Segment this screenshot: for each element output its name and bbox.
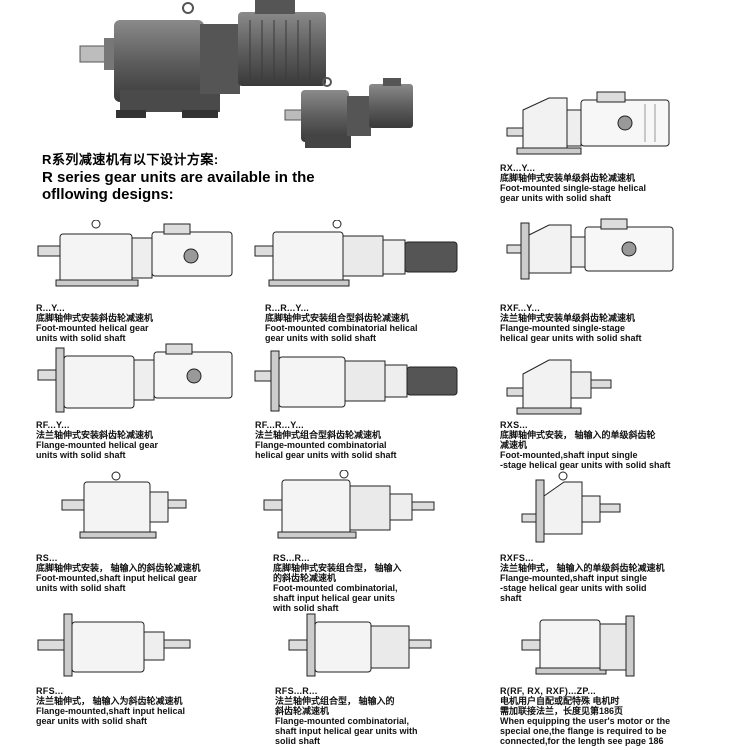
label-rxfs: RXFS... 法兰轴伸式， 轴输入的单级斜齿轮减速机 Flange-mount… <box>500 553 665 603</box>
label-rzp: R(RF, RX, RXF)...ZP... 电机用户自配或配特殊 电机时 需加… <box>500 686 671 746</box>
heading-chinese: R系列减速机有以下设计方案: <box>42 152 219 167</box>
label-rfsr: RFS...R... 法兰轴伸式组合型， 轴输入的 斜齿轮减速机 Flange-… <box>275 686 418 746</box>
label-rfry: RF...R...Y... 法兰轴伸式组合型斜齿轮减速机 Flange-moun… <box>255 420 397 460</box>
designs-heading: R系列减速机有以下设计方案: R series gear units are a… <box>42 149 442 203</box>
label-rfy: RF...Y... 法兰轴伸式安装斜齿轮减速机 Flange-mounted h… <box>36 420 159 460</box>
hero-gear-motor-large <box>70 0 340 122</box>
heading-english-line2: ofllowing designs: <box>42 186 174 203</box>
label-rxy: RX...Y... 底脚轴伸式安装单级斜齿轮减速机 Foot-mounted s… <box>500 163 647 203</box>
drawing-rfsr <box>287 610 437 680</box>
drawing-rsr <box>262 470 442 542</box>
drawing-rry <box>253 220 463 290</box>
drawing-ry <box>36 220 236 290</box>
drawing-rxs <box>505 352 625 418</box>
hero-gear-motor-small <box>283 76 433 156</box>
drawing-rfs <box>36 610 196 680</box>
label-rry: R...R...Y... 底脚轴伸式安装组合型斜齿轮减速机 Foot-mount… <box>265 303 418 343</box>
drawing-rfry <box>253 345 463 415</box>
drawing-rs <box>60 470 190 542</box>
label-rxfy: RXF...Y... 法兰轴伸式安装单级斜齿轮减速机 Flange-mounte… <box>500 303 642 343</box>
label-rs: RS... 底脚轴伸式安装， 轴输入的斜齿轮减速机 Foot-mounted,s… <box>36 553 201 593</box>
label-rsr: RS...R... 底脚轴伸式安装组合型， 轴输入 的斜齿轮减速机 Foot-m… <box>273 553 402 613</box>
drawing-rxy <box>505 88 680 160</box>
drawing-rzp <box>520 610 640 680</box>
label-rfs: RFS... 法兰轴伸式， 轴输入为斜齿轮减速机 Flange-mounted,… <box>36 686 186 726</box>
drawing-rxfy <box>505 215 680 285</box>
label-rxs: RXS... 底脚轴伸式安装， 轴输入的单级斜齿轮 减速机 Foot-mount… <box>500 420 671 470</box>
label-ry: R...Y... 底脚轴伸式安装斜齿轮减速机 Foot-mounted heli… <box>36 303 154 343</box>
heading-english-line1: R series gear units are available in the <box>42 169 315 186</box>
drawing-rfy <box>36 340 236 416</box>
drawing-rxfs <box>520 470 630 546</box>
